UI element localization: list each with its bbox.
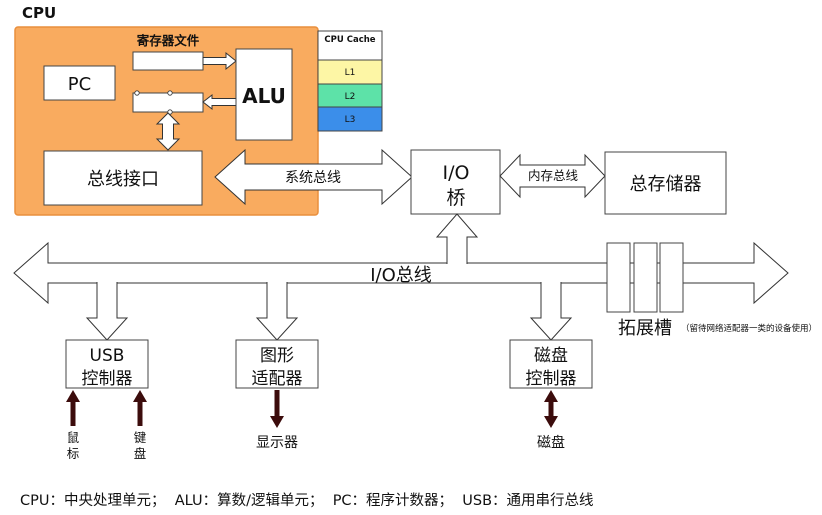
keyboard-arrow xyxy=(133,390,147,426)
cpu-cache-title: CPU Cache xyxy=(324,35,375,45)
cache-l3-label: L3 xyxy=(345,115,356,125)
usb-controller-box xyxy=(65,339,149,389)
expansion-slots-note: （留待网络适配器一类的设备使用） xyxy=(681,323,817,334)
bus-interface-box xyxy=(43,150,203,206)
graphics-adapter-label-line2: 适配器 xyxy=(252,369,303,389)
io-bridge-box xyxy=(410,149,501,215)
alu-label: ALU xyxy=(242,84,286,108)
register-to-alu-arrow xyxy=(202,51,237,71)
pc-label: PC xyxy=(68,74,91,95)
usb-controller-label-line2: 控制器 xyxy=(82,369,133,389)
register-file-label: 寄存器文件 xyxy=(137,33,200,48)
mouse-label-line2: 标 xyxy=(67,446,80,461)
graphics-adapter-label-line1: 图形 xyxy=(260,346,294,366)
usb-controller-label-line1: USB xyxy=(90,346,125,366)
io-bus-arrow xyxy=(13,241,789,305)
cpu-title: CPU xyxy=(22,4,56,22)
expansion-slot xyxy=(659,242,684,313)
disk-label: 磁盘 xyxy=(537,434,565,451)
monitor-arrow xyxy=(270,390,284,428)
mouse-arrow xyxy=(66,390,80,426)
mouse-label-line1: 鼠 xyxy=(67,430,80,445)
disk-controller-label-line1: 磁盘 xyxy=(534,346,568,366)
io-bridge-label-line1: I/O xyxy=(443,162,470,184)
register-handle-bottom xyxy=(167,109,173,115)
bus-interface-label: 总线接口 xyxy=(87,169,159,190)
register-bottom xyxy=(132,92,204,113)
register-handle-top xyxy=(167,90,173,96)
cache-l1-label: L1 xyxy=(345,68,356,78)
io-bus-to-bridge-arrow xyxy=(435,213,479,264)
disk-arrow xyxy=(544,390,558,428)
expansion-slots-label: 拓展槽 xyxy=(618,318,672,339)
memory-bus-label: 内存总线 xyxy=(528,168,579,183)
disk-controller-label-line2: 控制器 xyxy=(526,369,577,389)
keyboard-label-line1: 键 xyxy=(134,430,147,445)
io-bus-label: I/O总线 xyxy=(370,265,432,286)
abbreviation-legend: CPU：中央处理单元； ALU：算数/逻辑单元； PC：程序计数器； USB：通… xyxy=(20,492,594,509)
io-bridge-label-line2: 桥 xyxy=(446,187,465,209)
monitor-label: 显示器 xyxy=(256,435,298,451)
register-top xyxy=(132,51,204,71)
graphics-adapter-box xyxy=(235,339,319,389)
pc-box xyxy=(43,65,116,101)
register-bus-interface-arrow xyxy=(155,112,181,151)
cache-l2-label: L2 xyxy=(345,92,356,102)
register-handle-top-left xyxy=(134,90,140,96)
main-memory-label: 总存储器 xyxy=(630,174,702,195)
expansion-slot xyxy=(606,242,631,313)
disk-controller-box xyxy=(509,339,593,389)
keyboard-label-line2: 盘 xyxy=(134,446,147,461)
system-bus-label: 系统总线 xyxy=(285,170,341,186)
main-memory-box xyxy=(604,151,727,215)
alu-box xyxy=(235,48,293,141)
cache-l3 xyxy=(317,106,383,132)
expansion-slot xyxy=(633,242,658,313)
